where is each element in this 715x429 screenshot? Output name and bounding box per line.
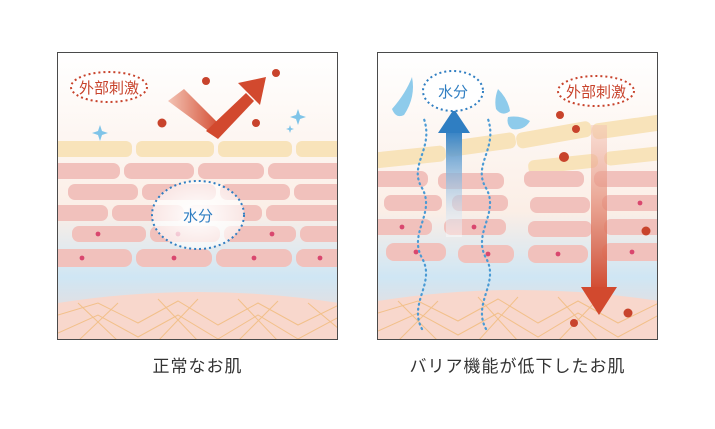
moisture-loss-arrow-icon bbox=[438, 109, 470, 237]
irritant-label: 外部刺激 bbox=[79, 79, 139, 97]
normal-skin-diagram: 外部刺激 水分 bbox=[57, 52, 338, 340]
normal-skin-caption: 正常なお肌 bbox=[152, 357, 243, 377]
irritant-penetration-arrow-icon bbox=[581, 125, 617, 315]
irritant-particle-icon bbox=[556, 111, 651, 327]
damaged-barrier-caption: バリア機能が低下したお肌 bbox=[409, 357, 626, 377]
irritant-label: 外部刺激 bbox=[566, 83, 626, 101]
horny-layer bbox=[58, 141, 337, 157]
irritant-label-bubble bbox=[557, 75, 635, 107]
bounce-arrow-icon bbox=[168, 77, 266, 139]
moisture-label: 水分 bbox=[438, 83, 468, 101]
dermis-layer bbox=[58, 292, 337, 339]
skin-cell-layers bbox=[58, 163, 337, 267]
dermis-layer bbox=[378, 290, 657, 339]
sparkle-icon bbox=[92, 109, 306, 141]
normal-skin-illustration: 外部刺激 水分 bbox=[58, 53, 337, 339]
moisture-label: 水分 bbox=[183, 207, 213, 225]
moisture-escape-path bbox=[416, 117, 492, 331]
damaged-barrier-illustration: 水分 外部刺激 bbox=[378, 53, 657, 339]
damaged-horny-layer bbox=[378, 114, 657, 175]
irritant-particle-icon bbox=[157, 69, 280, 128]
moisture-retained-bubble bbox=[151, 180, 245, 250]
damaged-barrier-diagram: 水分 外部刺激 bbox=[377, 52, 658, 340]
water-droplet-icon bbox=[392, 77, 530, 130]
moisture-label-bubble bbox=[422, 70, 484, 112]
irritant-label-bubble bbox=[70, 71, 148, 103]
